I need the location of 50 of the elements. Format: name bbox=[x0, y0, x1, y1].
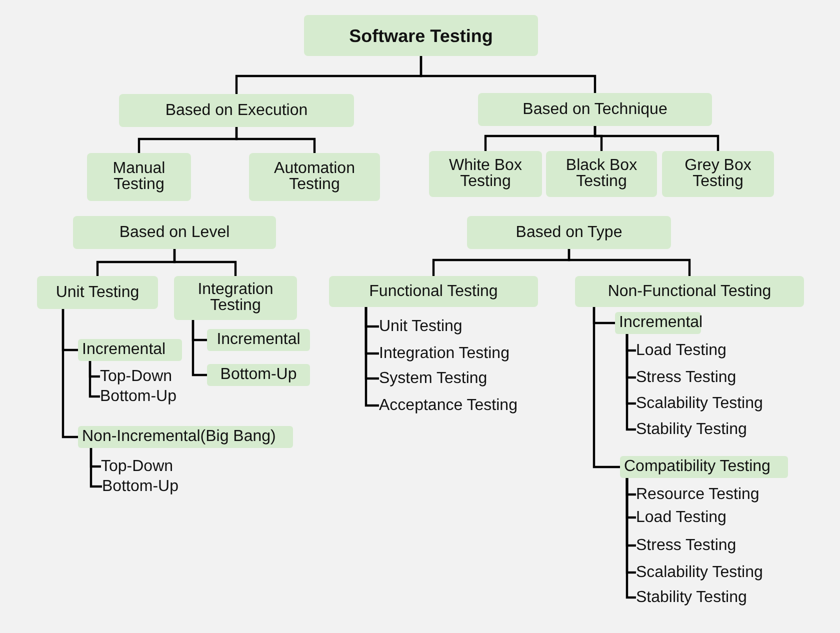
connector-line bbox=[568, 249, 691, 276]
connector-line bbox=[364, 307, 379, 407]
list-item-text: Acceptance Testing bbox=[379, 396, 518, 415]
category-box: Based on Level bbox=[73, 216, 276, 249]
category-box: Functional Testing bbox=[329, 276, 538, 307]
list-item-text: Stability Testing bbox=[636, 420, 747, 439]
list-item-text: Bottom-Up bbox=[102, 477, 178, 496]
connector-line bbox=[594, 126, 720, 151]
connector-line bbox=[62, 309, 78, 438]
list-item-text: Stress Testing bbox=[636, 368, 736, 387]
connector-line bbox=[592, 307, 620, 468]
category-box: White Box Testing bbox=[429, 151, 542, 197]
category-box: Based on Technique bbox=[478, 93, 712, 126]
list-item-text: System Testing bbox=[379, 369, 488, 388]
connector-line bbox=[235, 127, 316, 153]
list-item-text: Stability Testing bbox=[636, 588, 747, 607]
category-box: Grey Box Testing bbox=[662, 151, 774, 197]
category-box: Unit Testing bbox=[37, 276, 158, 309]
list-item-text: Stress Testing bbox=[636, 536, 736, 555]
list-item-text: Unit Testing bbox=[379, 317, 462, 336]
list-item-text: Scalability Testing bbox=[636, 394, 763, 413]
list-item-text: Top-Down bbox=[100, 367, 172, 386]
list-item-text: Resource Testing bbox=[636, 485, 760, 504]
category-box: Integration Testing bbox=[174, 276, 297, 320]
subcategory-tag: Compatibility Testing bbox=[620, 456, 788, 478]
subcategory-tag: Incremental bbox=[615, 312, 701, 334]
subcategory-tag: Incremental bbox=[78, 339, 182, 361]
list-item-text: Bottom-Up bbox=[100, 387, 176, 406]
list-item-text: Top-Down bbox=[101, 457, 174, 476]
connector-line bbox=[192, 320, 207, 376]
category-box: Automation Testing bbox=[249, 153, 380, 201]
subcategory-tag: Bottom-Up bbox=[207, 364, 310, 386]
connector-line bbox=[420, 56, 596, 93]
list-item-text: Load Testing bbox=[636, 508, 726, 527]
list-item-text: Integration Testing bbox=[379, 344, 510, 363]
connector-line bbox=[90, 448, 102, 488]
category-box: Software Testing bbox=[304, 15, 538, 56]
connector-line bbox=[626, 334, 636, 431]
list-item-text: Load Testing bbox=[636, 341, 726, 360]
connector-line bbox=[88, 361, 100, 398]
category-box: Manual Testing bbox=[87, 153, 191, 201]
connector-line bbox=[173, 249, 237, 276]
category-box: Based on Execution bbox=[119, 94, 354, 127]
subcategory-tag: Non-Incremental(Big Bang) bbox=[78, 426, 293, 448]
connector-line bbox=[626, 478, 636, 599]
subcategory-tag: Incremental bbox=[207, 329, 310, 351]
category-box: Black Box Testing bbox=[546, 151, 657, 197]
list-item-text: Scalability Testing bbox=[636, 563, 763, 582]
category-box: Based on Type bbox=[467, 216, 671, 249]
category-box: Non-Functional Testing bbox=[575, 276, 804, 307]
